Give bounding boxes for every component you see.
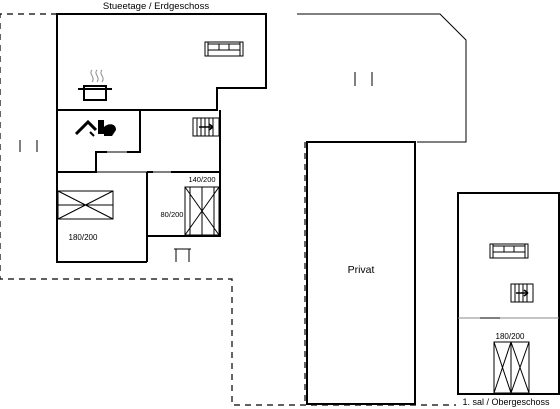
stairs-icon xyxy=(510,283,534,303)
cooking-pot-icon xyxy=(78,69,112,101)
shower-icon xyxy=(74,119,98,137)
bed-icon xyxy=(57,190,114,220)
toilet-icon xyxy=(98,120,116,136)
roof-marks xyxy=(19,72,373,152)
sofa-icon xyxy=(204,41,244,57)
ground-floor-walls xyxy=(56,13,267,263)
bed-icon xyxy=(493,341,530,394)
bed-size-label: 180/200 xyxy=(69,233,98,242)
upper-floor-walls xyxy=(457,192,560,395)
upper-floor-label: 1. sal / Obergeschoss xyxy=(462,397,550,407)
sofa-icon xyxy=(489,243,529,259)
ground-floor-label: Stueetage / Erdgeschoss xyxy=(103,1,209,12)
door-openings xyxy=(107,150,171,174)
stairs-icon xyxy=(192,117,220,137)
bunk-small-label: 80/200 xyxy=(161,210,184,219)
bed-icon xyxy=(184,186,220,236)
terrace-outline xyxy=(0,13,456,406)
bed-size-label: 180/200 xyxy=(496,332,525,341)
private-label: Privat xyxy=(348,264,375,276)
roof-outline xyxy=(297,13,467,143)
private-annex xyxy=(306,141,416,405)
bunk-top-label: 140/200 xyxy=(188,175,215,184)
